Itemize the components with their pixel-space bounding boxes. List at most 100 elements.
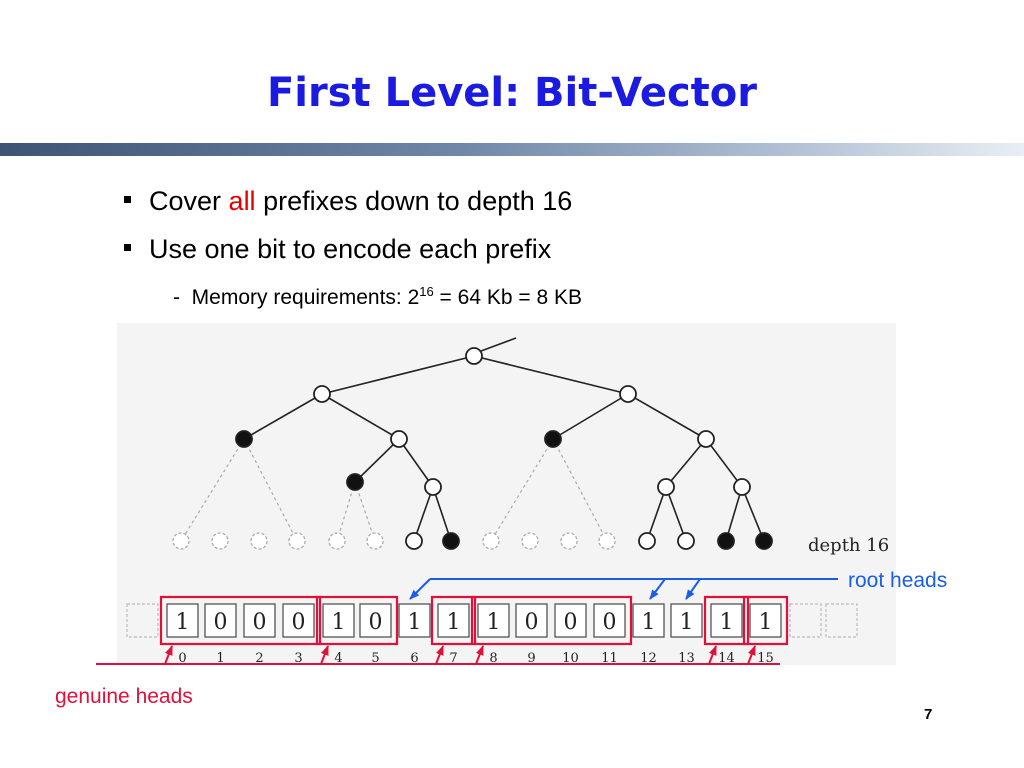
bit-cell xyxy=(322,603,355,638)
bit-value: 1 xyxy=(680,610,694,635)
bit-cell xyxy=(243,603,276,638)
tree-node-filled xyxy=(235,430,253,448)
tree-edge xyxy=(321,393,400,440)
genuine-head-group xyxy=(742,595,789,646)
genuine-head-arrow xyxy=(708,645,717,665)
bit-value: 1 xyxy=(759,610,773,635)
bit-value: 1 xyxy=(487,610,501,635)
depth-16-label: depth 16 xyxy=(808,535,889,556)
tree-node-filled xyxy=(544,430,562,448)
bit-value: 1 xyxy=(176,610,190,635)
bullet-cover-all: Cover all prefixes down to depth 16 xyxy=(124,186,572,217)
tree-edge xyxy=(398,438,434,488)
tree-node-empty xyxy=(697,430,715,448)
root-heads-label: root heads xyxy=(848,569,947,592)
bit-cell xyxy=(749,603,782,638)
tree-leaf-empty xyxy=(638,532,656,550)
bit-index: 15 xyxy=(757,651,774,666)
bit-index: 10 xyxy=(562,651,579,666)
tree-leaf-dashed xyxy=(250,532,268,550)
highlight-all: all xyxy=(228,186,256,216)
tree-leaf-dashed xyxy=(328,532,346,550)
bit-index: 14 xyxy=(718,651,735,666)
tree-leaf-dashed xyxy=(482,532,500,550)
genuine-head-arrow xyxy=(320,645,329,665)
genuine-head-group xyxy=(159,595,322,646)
tree-edge xyxy=(705,438,743,488)
tree-edge-dashed xyxy=(243,438,298,542)
tree-edge xyxy=(354,438,400,483)
genuine-head-arrow xyxy=(747,645,756,665)
bit-value: 1 xyxy=(720,610,734,635)
genuine-head-arrow xyxy=(435,645,444,665)
bit-cell xyxy=(632,603,665,638)
tree-edge xyxy=(627,393,707,440)
bit-value: 0 xyxy=(564,610,578,635)
bit-cell xyxy=(593,603,626,638)
tree-edge xyxy=(473,355,629,395)
tree-node-empty xyxy=(619,385,637,403)
bit-cell xyxy=(398,603,431,638)
bit-cell xyxy=(515,603,548,638)
tree-leaf-dashed xyxy=(560,532,578,550)
bit-cell xyxy=(554,603,587,638)
bit-cell xyxy=(204,603,237,638)
bit-value: 0 xyxy=(525,610,539,635)
root-head-arrow xyxy=(685,578,701,600)
bit-cell xyxy=(710,603,743,638)
square-bullet-icon xyxy=(124,244,131,252)
bit-cell xyxy=(166,603,199,638)
tree-edge-dashed xyxy=(336,481,356,542)
tree-leaf-dashed xyxy=(172,532,190,550)
tree-leaf-dashed xyxy=(211,532,229,550)
tree-leaf-dashed xyxy=(521,532,539,550)
bit-cell-placeholder xyxy=(789,603,822,638)
bit-index: 2 xyxy=(255,651,263,666)
bit-index: 9 xyxy=(527,651,535,666)
bit-index: 12 xyxy=(640,651,657,666)
bit-cell xyxy=(477,603,510,638)
genuine-head-arrow xyxy=(164,645,173,665)
genuine-head-groups xyxy=(159,595,789,646)
bit-cell-placeholder xyxy=(126,603,159,638)
tree-edge-dashed xyxy=(180,438,245,542)
tree-edge xyxy=(413,486,434,542)
tree-leaf-dashed xyxy=(366,532,384,550)
bit-index: 6 xyxy=(410,651,418,666)
genuine-head-group xyxy=(470,595,633,646)
tree-node-filled xyxy=(346,473,364,491)
bit-value: 0 xyxy=(253,610,267,635)
tree-leaf-dashed xyxy=(288,532,306,550)
title-rule xyxy=(0,143,1024,156)
tree-edge-root xyxy=(480,337,517,352)
tree-leaf-filled xyxy=(442,532,460,550)
bit-cell xyxy=(359,603,392,638)
tree-edge xyxy=(741,486,765,542)
tree-leaf-empty xyxy=(405,532,423,550)
bit-index: 13 xyxy=(678,651,695,666)
bullet-one-bit: Use one bit to encode each prefix xyxy=(124,234,551,265)
tree-edge xyxy=(552,393,629,440)
bit-cell xyxy=(282,603,315,638)
tree-leaf-filled xyxy=(755,532,773,550)
bit-index: 8 xyxy=(489,651,497,666)
bit-index: 1 xyxy=(216,651,224,666)
tree-node-empty xyxy=(390,430,408,448)
tree-edge xyxy=(725,486,743,542)
bit-value: 0 xyxy=(214,610,228,635)
tree-node-empty xyxy=(313,385,331,403)
bit-index: 11 xyxy=(601,651,618,666)
tree-edge-dashed xyxy=(490,438,554,542)
tree-edge xyxy=(665,486,687,542)
tree-edge xyxy=(665,438,707,488)
page-number: 7 xyxy=(924,706,933,723)
bit-cell xyxy=(437,603,470,638)
tree-node-empty xyxy=(733,478,751,496)
bit-value: 1 xyxy=(447,610,461,635)
bit-cell xyxy=(670,603,703,638)
slide-title: First Level: Bit-Vector xyxy=(266,70,758,116)
bit-value: 0 xyxy=(369,610,383,635)
